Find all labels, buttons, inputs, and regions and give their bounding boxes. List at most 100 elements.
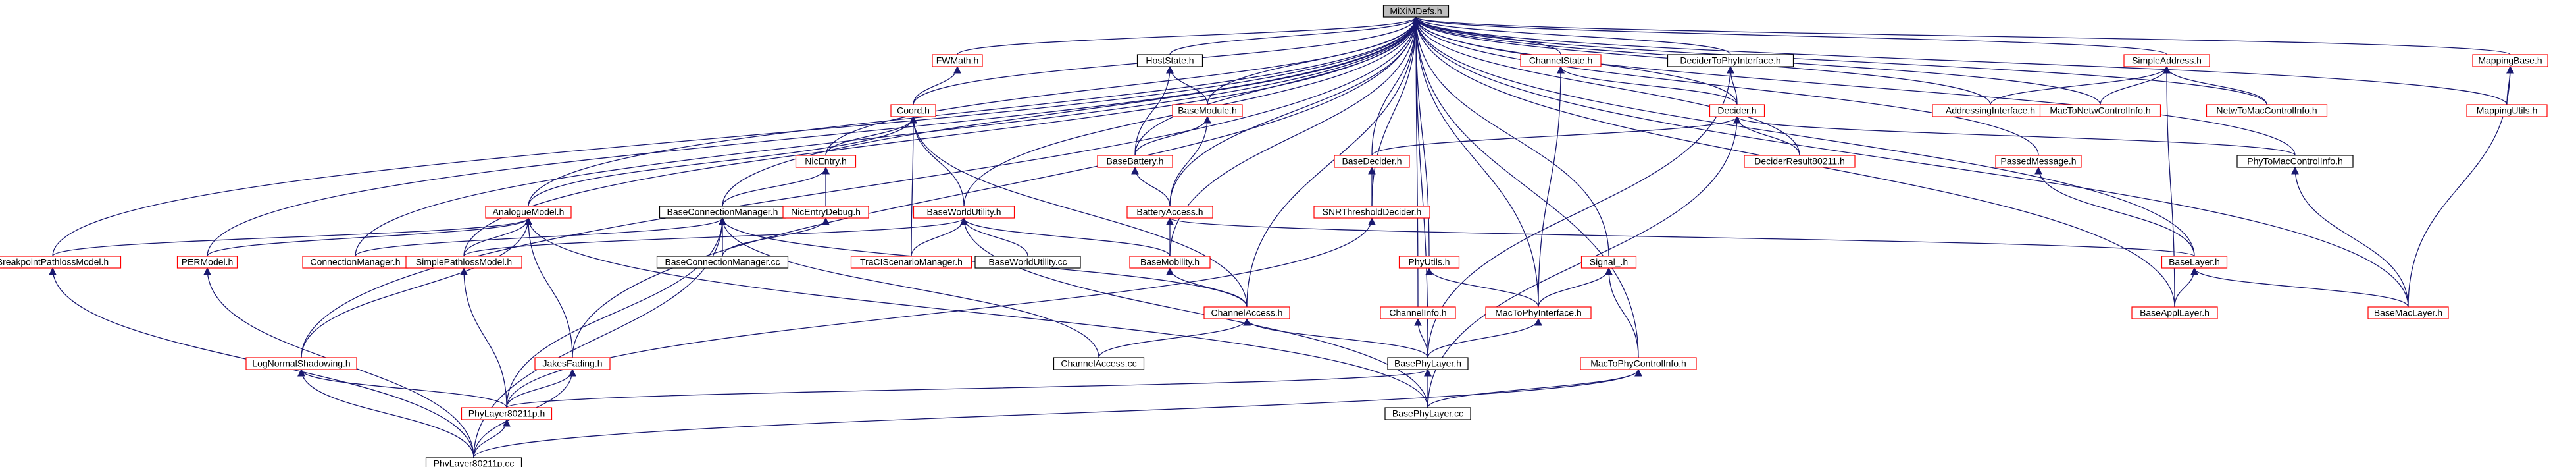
node-box [485, 206, 572, 219]
node-ConnectionManager-h[interactable]: ConnectionManager.h [302, 256, 409, 269]
node-label: FWMath.h [936, 55, 979, 66]
node-NetwToMacControlInfo-h[interactable]: NetwToMacControlInfo.h [2206, 104, 2328, 117]
node-ChannelInfo-h[interactable]: ChannelInfo.h [1380, 306, 1456, 319]
node-label: AnalogueModel.h [493, 207, 565, 217]
node-label: Decider.h [1717, 105, 1756, 116]
node-ChannelState-h[interactable]: ChannelState.h [1520, 54, 1602, 67]
node-box [890, 104, 936, 117]
node-MacToNetwControlInfo-h[interactable]: MacToNetwControlInfo.h [2039, 104, 2161, 117]
node-box [1334, 155, 1410, 168]
node-PERModel-h[interactable]: PERModel.h [176, 256, 238, 269]
node-JakesFading-h[interactable]: JakesFading.h [534, 357, 611, 370]
edge-ChannelAccess.h-to-MiXiMDefs.h [1246, 16, 1420, 308]
node-box [2123, 54, 2210, 67]
edge-PhyToMacControlInfo.h-to-Decider.h [1733, 115, 2296, 156]
edge-layer [49, 16, 2514, 458]
node-PhyUtils-h[interactable]: PhyUtils.h [1398, 256, 1460, 269]
node-BasePhyLayer-h[interactable]: BasePhyLayer.h [1387, 357, 1469, 370]
node-SNRThresholdDecider-h[interactable]: SNRThresholdDecider.h [1313, 206, 1430, 219]
node-BaseWorldUtility-cc[interactable]: BaseWorldUtility.cc [974, 256, 1081, 269]
node-label: BreakpointPathlossModel.h [0, 257, 109, 267]
node-BaseMacLayer-h[interactable]: BaseMacLayer.h [2367, 306, 2449, 319]
node-BaseDecider-h[interactable]: BaseDecider.h [1334, 155, 1410, 168]
node-Coord-h[interactable]: Coord.h [890, 104, 936, 117]
node-PhyLayer80211p-cc[interactable]: PhyLayer80211p.cc [425, 457, 522, 467]
node-AddressingInterface-h[interactable]: AddressingInterface.h [1932, 104, 2049, 117]
node-FWMath-h[interactable]: FWMath.h [932, 54, 983, 67]
node-box [461, 407, 553, 420]
node-DeciderResult80211-h[interactable]: DeciderResult80211.h [1744, 155, 1856, 168]
node-BasePhyLayer-cc[interactable]: BasePhyLayer.cc [1384, 407, 1471, 420]
edge-BaseConnectionManager.h-to-MiXiMDefs.h [722, 16, 1420, 207]
node-BaseApplLayer-h[interactable]: BaseApplLayer.h [2131, 306, 2218, 319]
node-label: PassedMessage.h [2000, 156, 2076, 167]
edge-PhyLayer80211p.h-to-BasePhyLayer.h [506, 368, 1432, 408]
edge-Coord.h-to-FWMath.h [913, 65, 961, 105]
edge-BasePhyLayer.h-to-ChannelInfo.h [1414, 317, 1428, 358]
node-box [2039, 104, 2161, 117]
node-BaseConnectionManager-cc[interactable]: BaseConnectionManager.cc [656, 256, 789, 269]
node-BaseLayer-h[interactable]: BaseLayer.h [2161, 256, 2228, 269]
node-box [534, 357, 611, 370]
node-label: ConnectionManager.h [311, 257, 401, 267]
node-box [1667, 54, 1794, 67]
edge-LogNormalShadowing.h-to-AnalogueModel.h [301, 217, 532, 358]
node-box [1580, 256, 1637, 269]
node-TraCIScenarioManager-h[interactable]: TraCIScenarioManager.h [850, 256, 972, 269]
node-label: BaseDecider.h [1342, 156, 1402, 167]
node-SimplePathlossModel-h[interactable]: SimplePathlossModel.h [405, 256, 522, 269]
node-NicEntry-h[interactable]: NicEntry.h [795, 155, 857, 168]
node-ChannelAccess-cc[interactable]: ChannelAccess.cc [1053, 357, 1145, 370]
node-PassedMessage-h[interactable]: PassedMessage.h [1995, 155, 2082, 168]
edge-JakesFading.h-to-MiXiMDefs.h [572, 16, 1420, 358]
node-BatteryAccess-h[interactable]: BatteryAccess.h [1126, 206, 1213, 219]
edge-PhyLayer80211p.h-to-SNRThresholdDecider.h [506, 217, 1376, 408]
node-box [974, 256, 1081, 269]
node-box [1387, 357, 1469, 370]
node-box [1485, 306, 1592, 319]
edge-BaseMobility.h-to-BaseWorldUtility.h [960, 217, 1171, 257]
node-BaseWorldUtility-h[interactable]: BaseWorldUtility.h [913, 206, 1015, 219]
edge-BasePhyLayer.cc-to-BaseWorldUtility.h [960, 217, 1428, 408]
node-label: BaseMacLayer.h [2374, 308, 2442, 318]
edge-SimplePathlossModel.h-to-BaseWorldUtility.h [463, 217, 968, 257]
edge-Decider.h-to-ChannelState.h [1557, 65, 1738, 105]
edge-BaseLayer.h-to-MiXiMDefs.h [1412, 16, 2195, 257]
edge-MacToPhyInterface.h-to-MiXiMDefs.h [1412, 16, 1539, 308]
node-NicEntryDebug-h[interactable]: NicEntryDebug.h [782, 206, 869, 219]
edge-ChannelAccess.cc-to-ChannelAccess.h [1098, 317, 1251, 358]
node-MappingUtils-h[interactable]: MappingUtils.h [2466, 104, 2548, 117]
node-Signal_-h[interactable]: Signal_.h [1580, 256, 1637, 269]
node-MappingBase-h[interactable]: MappingBase.h [2472, 54, 2548, 67]
node-label: BaseConnectionManager.h [667, 207, 778, 217]
node-BaseConnectionManager-h[interactable]: BaseConnectionManager.h [659, 206, 786, 219]
node-Decider-h[interactable]: Decider.h [1709, 104, 1765, 117]
node-MacToPhyControlInfo-h[interactable]: MacToPhyControlInfo.h [1580, 357, 1697, 370]
node-AnalogueModel-h[interactable]: AnalogueModel.h [485, 206, 572, 219]
node-ChannelAccess-h[interactable]: ChannelAccess.h [1203, 306, 1290, 319]
node-PhyLayer80211p-h[interactable]: PhyLayer80211p.h [461, 407, 553, 420]
edge-BasePhyLayer.h-to-MiXiMDefs.h [1412, 16, 1428, 358]
node-PhyToMacControlInfo-h[interactable]: PhyToMacControlInfo.h [2236, 155, 2354, 168]
edge-PhyToMacControlInfo.h-to-MiXiMDefs.h [1412, 16, 2296, 156]
edge-BaseConnectionManager.h-to-NicEntry.h [722, 166, 830, 207]
node-label: HostState.h [1146, 55, 1194, 66]
node-HostState-h[interactable]: HostState.h [1136, 54, 1203, 67]
node-LogNormalShadowing-h[interactable]: LogNormalShadowing.h [245, 357, 357, 370]
node-box [2206, 104, 2328, 117]
node-BaseBattery-h[interactable]: BaseBattery.h [1097, 155, 1173, 168]
edge-BaseWorldUtility.h-to-Coord.h [909, 115, 965, 207]
node-box [1172, 104, 1243, 117]
node-DeciderToPhyInterface-h[interactable]: DeciderToPhyInterface.h [1667, 54, 1794, 67]
node-box [1384, 407, 1471, 420]
edge-PhyLayer80211p.cc-to-LogNormalShadowing.h [297, 368, 474, 458]
node-SimpleAddress-h[interactable]: SimpleAddress.h [2123, 54, 2210, 67]
node-BreakpointPathlossModel-h[interactable]: BreakpointPathlossModel.h [0, 256, 122, 269]
node-BaseMobility-h[interactable]: BaseMobility.h [1129, 256, 1211, 269]
edge-BasePhyLayer.h-to-ChannelAccess.h [1243, 317, 1428, 358]
edge-BatteryAccess.h-to-BaseModule.h [1169, 115, 1211, 207]
node-BaseModule-h[interactable]: BaseModule.h [1172, 104, 1243, 117]
node-MacToPhyInterface-h[interactable]: MacToPhyInterface.h [1485, 306, 1592, 319]
node-box [0, 256, 122, 269]
edge-BaseWorldUtility.cc-to-BaseWorldUtility.h [960, 217, 1028, 257]
